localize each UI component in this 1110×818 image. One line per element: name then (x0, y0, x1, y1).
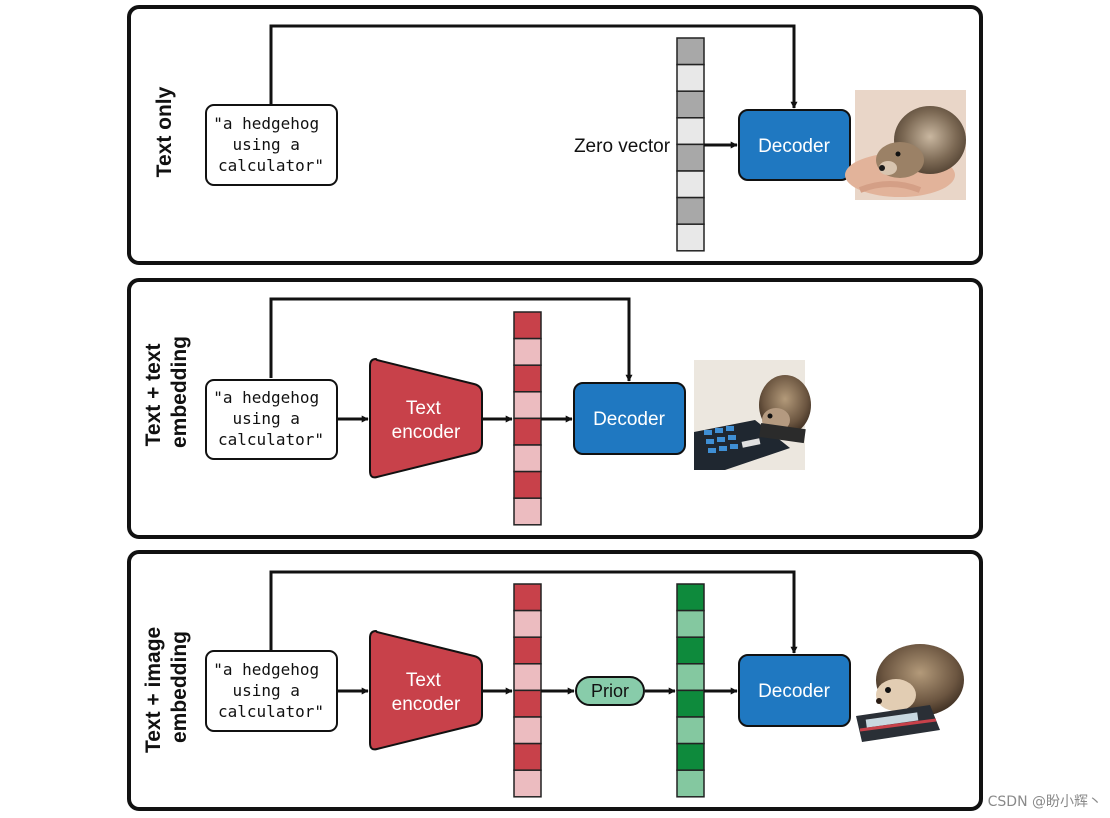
panel-frame (127, 278, 983, 539)
prompt-to-decoder-arrow (269, 24, 798, 109)
text-embedding-cell (513, 636, 542, 665)
text-encoder-block (369, 357, 483, 479)
zero-vector-cell (676, 117, 705, 146)
prior-label: Prior (591, 681, 629, 701)
prompt-to-decoder-arrow (269, 570, 798, 654)
panel-text-plus-text-embedding: Text + text embedding "a hedgehog using … (127, 278, 983, 539)
decoder-label: Decoder (758, 681, 830, 702)
image-embedding-vector (676, 583, 705, 798)
text-embedding-cell (513, 311, 542, 340)
text-embedding-cell (513, 583, 542, 612)
prompt-box (205, 379, 338, 460)
image-embedding-cell (676, 742, 705, 771)
text-embedding-cell (513, 497, 542, 526)
image-embedding-cell (676, 716, 705, 745)
zero-vector (676, 37, 705, 252)
row-label: Text + image embedding (142, 621, 191, 753)
decoder-label: Decoder (758, 136, 830, 157)
text-encoder-block (369, 629, 483, 751)
text-embedding-cell (513, 337, 542, 366)
zero-vector-cell (676, 143, 705, 172)
text-embedding-cell (513, 689, 542, 718)
text-embedding-cell (513, 444, 542, 473)
decoder-block (738, 654, 851, 727)
hedgehog-in-hand-photo (845, 90, 966, 200)
image-embedding-cell (676, 769, 705, 798)
prior-block (575, 676, 645, 706)
decoder-block (738, 109, 851, 181)
panel-text-only: Text only "a hedgehog using a calculator… (127, 5, 983, 265)
zero-vector-label: Zero vector (574, 136, 671, 157)
prompt-to-decoder-arrow (269, 297, 633, 382)
prompt-text: "a hedgehog using a calculator" (213, 388, 329, 449)
text-embedding-cell (513, 716, 542, 745)
prompt-box (205, 650, 338, 732)
text-embedding-vector (513, 583, 542, 798)
hedgehog-with-calculator-photo (694, 360, 811, 470)
text-embedding-cell (513, 364, 542, 393)
watermark-text: CSDN @盼小辉丶 (988, 794, 1102, 810)
decoder-label: Decoder (593, 409, 665, 430)
text-encoder-label: Text encoder (392, 398, 461, 443)
text-embedding-cell (513, 417, 542, 446)
text-embedding-cell (513, 769, 542, 798)
zero-vector-cell (676, 223, 705, 252)
text-embedding-cell (513, 470, 542, 499)
image-embedding-cell (676, 663, 705, 692)
hedgehog-on-calculator-photo (855, 636, 966, 746)
text-embedding-cell (513, 391, 542, 420)
image-embedding-cell (676, 609, 705, 638)
text-encoder-label: Text encoder (392, 670, 461, 715)
decoder-block (573, 382, 686, 455)
zero-vector-cell (676, 196, 705, 225)
text-embedding-cell (513, 609, 542, 638)
image-embedding-cell (676, 636, 705, 665)
zero-vector-cell (676, 63, 705, 92)
image-embedding-cell (676, 689, 705, 718)
prompt-box (205, 104, 338, 186)
image-embedding-cell (676, 583, 705, 612)
prompt-text: "a hedgehog using a calculator" (213, 660, 329, 721)
panel-frame (127, 5, 983, 265)
panel-text-plus-image-embedding: Text + image embedding "a hedgehog using… (127, 550, 983, 811)
panel-frame (127, 550, 983, 811)
zero-vector-cell (676, 37, 705, 66)
zero-vector-cell (676, 90, 705, 119)
row-label: Text only (153, 86, 176, 177)
zero-vector-cell (676, 170, 705, 199)
prompt-text: "a hedgehog using a calculator" (213, 114, 329, 175)
text-embedding-vector (513, 311, 542, 526)
text-embedding-cell (513, 663, 542, 692)
row-label: Text + text embedding (142, 336, 191, 448)
text-embedding-cell (513, 742, 542, 771)
